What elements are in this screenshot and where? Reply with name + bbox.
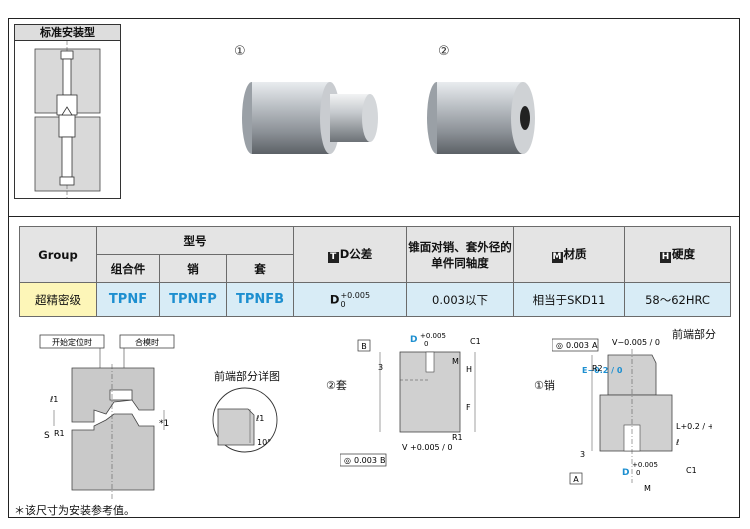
material-cell: 相当于SKD11 bbox=[513, 282, 625, 317]
pin-header: 销 bbox=[159, 254, 227, 283]
hardness-cell: 58～62HRC bbox=[624, 282, 731, 317]
sleeve-gdt-val: 0.003 bbox=[354, 456, 377, 465]
tip-detail-label: 前端部分详图 bbox=[214, 370, 280, 383]
pin-l: ℓ bbox=[675, 438, 679, 447]
sleeve-label: ②套 bbox=[326, 379, 347, 392]
tip-detail-drawing: ℓ1 10° bbox=[212, 387, 278, 453]
group-header: Group bbox=[19, 226, 97, 283]
model-header: 型号 bbox=[96, 226, 294, 255]
footnote: ＊该尺寸为安装参考值。 bbox=[14, 504, 135, 517]
pin-d-lo: 0 bbox=[636, 469, 640, 477]
group-cell: 超精密级 bbox=[19, 282, 97, 317]
combo-cell: TPNF bbox=[96, 282, 160, 317]
sleeve-r1: R1 bbox=[452, 433, 463, 442]
sleeve-gdt-sym: ◎ bbox=[344, 456, 351, 465]
pin-v: V−0.005 / 0 bbox=[612, 338, 660, 347]
sleeve-d-up: +0.005 bbox=[420, 332, 446, 340]
start-position-label: 开始定位时 bbox=[52, 337, 92, 347]
m-badge-icon: M bbox=[551, 252, 563, 263]
sleeve-m: M bbox=[452, 357, 459, 366]
pin-three: 3 bbox=[580, 450, 585, 459]
h-badge-icon: H bbox=[660, 252, 671, 263]
mount-diagram bbox=[34, 41, 101, 199]
pin-photo bbox=[242, 82, 378, 154]
tip-part-label: 前端部分 bbox=[672, 328, 716, 341]
sleeve-cell: TPNFB bbox=[226, 282, 294, 317]
pin-e: E−0.2 / 0 bbox=[582, 366, 623, 375]
sleeve-c1: C1 bbox=[470, 337, 481, 346]
pin-c1: C1 bbox=[686, 466, 697, 475]
combo-header: 组合件 bbox=[96, 254, 160, 283]
pin-gdt-sym: ◎ bbox=[556, 341, 563, 350]
coaxiality-cell: 0.003以下 bbox=[406, 282, 514, 317]
positioning-drawing: 开始定位时 合模时 S R1 ℓ1 *1 bbox=[39, 334, 175, 500]
pin-gdt-val: 0.003 bbox=[566, 341, 589, 350]
angle-label: 10° bbox=[257, 438, 271, 447]
tip-l1-label: ℓ1 bbox=[255, 414, 264, 423]
photo-label-sleeve: ② bbox=[438, 44, 450, 59]
sleeve-d-lo: 0 bbox=[424, 340, 428, 348]
r1-dim: R1 bbox=[54, 429, 65, 438]
pin-l-tol: L+0.2 / +0.1 bbox=[676, 422, 712, 431]
sleeve-datum-b: B bbox=[361, 342, 367, 351]
fit-position-label: 合模时 bbox=[135, 337, 159, 347]
t-badge-icon: T bbox=[327, 252, 339, 263]
sleeve-f: F bbox=[466, 403, 471, 412]
photo-label-pin: ① bbox=[234, 44, 246, 59]
pin-m: M bbox=[644, 484, 651, 493]
catalog-frame bbox=[8, 18, 740, 518]
pin-d: D bbox=[622, 468, 629, 478]
sleeve-gdt-ref: B bbox=[380, 456, 386, 465]
standard-mount-inset: 标准安装型 bbox=[14, 24, 121, 199]
sleeve-photo bbox=[427, 82, 535, 154]
pin-datum-a: A bbox=[573, 475, 579, 484]
pin-gdt-ref: A bbox=[592, 341, 598, 350]
pin-label: ①销 bbox=[534, 379, 555, 392]
pin-r2: R2 bbox=[592, 364, 603, 373]
pin-d-up: +0.005 bbox=[632, 461, 658, 469]
sleeve-v: V +0.005 / 0 bbox=[402, 443, 453, 452]
pin-cell: TPNFP bbox=[159, 282, 227, 317]
l1-dim: ℓ1 bbox=[49, 395, 58, 404]
coaxiality-header: 锥面对销、套外径的单件同轴度 bbox=[406, 226, 514, 283]
sleeve-h: H bbox=[466, 365, 472, 374]
sleeve-header: 套 bbox=[226, 254, 294, 283]
sleeve-three: 3 bbox=[378, 363, 383, 372]
section-divider bbox=[8, 216, 740, 217]
s-dim: S bbox=[44, 431, 50, 441]
pin-drawing: ◎ 0.003 A V−0.005 / 0 E−0.2 / 0 R2 L+0.2… bbox=[552, 338, 712, 493]
inset-title: 标准安装型 bbox=[15, 25, 120, 41]
sleeve-drawing: B D +0.005 0 C1 M H F 3 R1 V +0.005 / 0 … bbox=[340, 332, 481, 467]
sleeve-d: D bbox=[410, 335, 417, 345]
